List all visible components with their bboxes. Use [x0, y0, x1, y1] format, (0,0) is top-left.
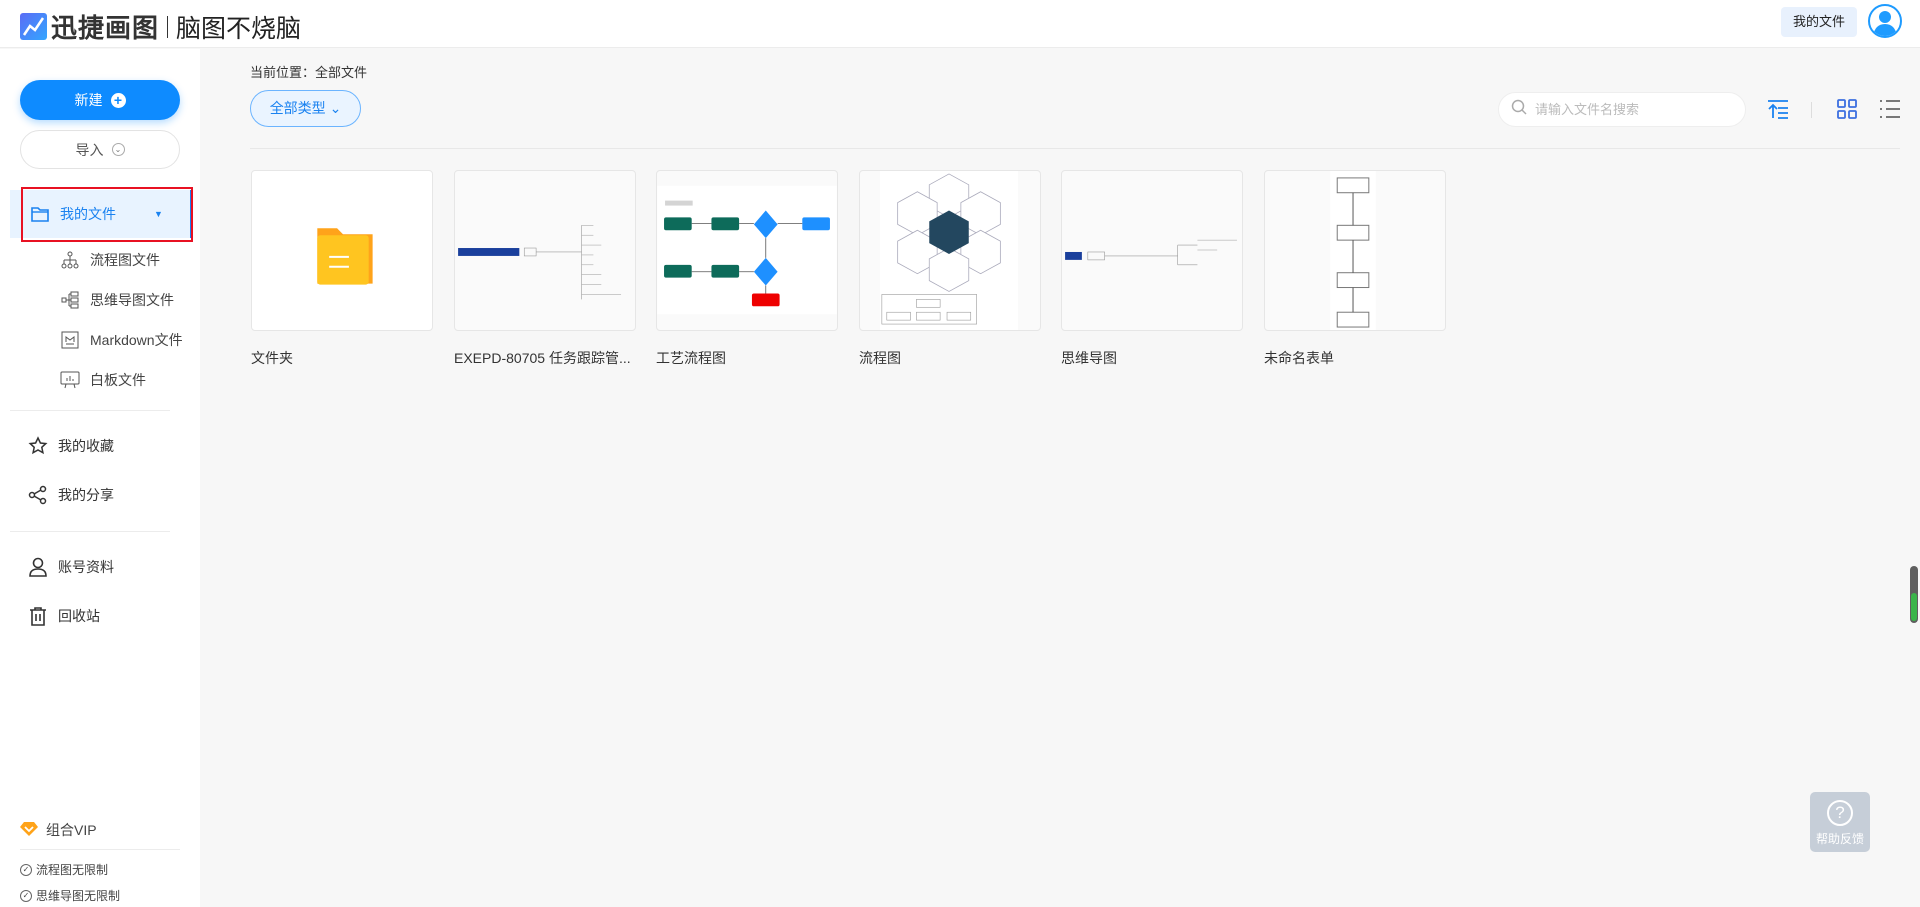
- vip-perk: ✓ 思维导图无限制: [20, 887, 120, 904]
- brand-name: 迅捷画图: [51, 13, 160, 43]
- file-card-flowchart[interactable]: [1264, 170, 1446, 331]
- type-filter-dropdown[interactable]: 全部类型 ⌄: [250, 90, 361, 127]
- form-flow-thumbnail: [1330, 171, 1376, 330]
- highlight-box: [21, 187, 193, 242]
- sidebar-item-label: 我的文件: [60, 206, 116, 222]
- mindmap-icon: [60, 290, 80, 310]
- file-card-mindmap[interactable]: [454, 170, 636, 331]
- sidebar-item-label: Markdown文件: [90, 332, 183, 348]
- vip-divider: [20, 849, 180, 850]
- flowchart-thumbnail: [657, 185, 837, 315]
- folder-icon: [317, 228, 373, 285]
- file-card-flowchart[interactable]: [656, 170, 838, 331]
- list-view-icon[interactable]: [1879, 98, 1901, 120]
- sidebar-divider: [10, 531, 170, 532]
- scrollbar[interactable]: [1910, 566, 1918, 623]
- sidebar-item-my-files[interactable]: 我的文件 ▼: [30, 204, 163, 224]
- import-button[interactable]: 导入 ⌄: [20, 130, 180, 169]
- sidebar-item-trash[interactable]: 回收站: [28, 606, 100, 626]
- vip-label: 组合VIP: [46, 822, 97, 838]
- type-filter-label: 全部类型: [269, 100, 326, 116]
- sidebar-item-label: 我的分享: [58, 487, 114, 503]
- breadcrumb: 当前位置：全部文件: [250, 65, 368, 80]
- vip-badge[interactable]: 组合VIP: [20, 820, 97, 840]
- sidebar-item-flowchart-files[interactable]: 流程图文件: [60, 250, 160, 270]
- whiteboard-icon: [60, 370, 80, 390]
- sidebar-item-account[interactable]: 账号资料: [28, 557, 114, 577]
- help-feedback-button[interactable]: ? 帮助反馈: [1810, 792, 1870, 852]
- file-card-mindmap[interactable]: [1061, 170, 1243, 331]
- file-name[interactable]: 文件夹: [251, 350, 293, 366]
- file-name[interactable]: 流程图: [859, 350, 901, 366]
- search-icon: [1511, 99, 1527, 120]
- grid-view-icon[interactable]: [1836, 98, 1858, 120]
- file-card-flowchart[interactable]: [859, 170, 1041, 331]
- sidebar-item-favorites[interactable]: 我的收藏: [28, 436, 114, 456]
- question-icon: ?: [1827, 800, 1853, 826]
- sidebar-item-markdown-files[interactable]: Markdown文件: [60, 330, 183, 350]
- plus-icon: +: [110, 92, 126, 108]
- sidebar-item-label: 思维导图文件: [90, 292, 174, 308]
- user-icon: [28, 557, 48, 577]
- hexagon-diagram-thumbnail: [879, 171, 1019, 330]
- folder-icon: [30, 204, 50, 224]
- sidebar-item-label: 账号资料: [58, 559, 114, 575]
- file-card-folder[interactable]: [251, 170, 433, 331]
- flowchart-icon: [60, 250, 80, 270]
- logo-icon: [20, 13, 47, 40]
- mindmap-thumbnail: [1065, 239, 1237, 266]
- chevron-down-icon: ⌄: [111, 143, 125, 156]
- file-name[interactable]: EXEPD-80705 任务跟踪管...: [454, 350, 631, 366]
- sidebar-item-shares[interactable]: 我的分享: [28, 485, 114, 505]
- file-name[interactable]: 思维导图: [1061, 350, 1117, 366]
- my-files-button[interactable]: 我的文件: [1781, 7, 1857, 37]
- check-circle-icon: ✓: [20, 863, 32, 876]
- logo-divider: [167, 15, 169, 38]
- search-box[interactable]: [1498, 92, 1746, 127]
- sidebar-divider: [10, 410, 170, 411]
- scrollbar-thumb[interactable]: [1911, 593, 1917, 621]
- chevron-down-icon: ⌄: [329, 100, 342, 116]
- sidebar-item-label: 流程图文件: [90, 252, 160, 268]
- toolbar-divider: [250, 148, 1900, 149]
- file-name[interactable]: 未命名表单: [1264, 350, 1334, 366]
- toolbar-separator: [1811, 102, 1812, 118]
- markdown-icon: [60, 330, 80, 350]
- brand-logo[interactable]: 迅捷画图 脑图不烧脑: [20, 8, 301, 45]
- vip-perk-label: 流程图无限制: [36, 863, 109, 877]
- sidebar-item-label: 我的收藏: [58, 438, 114, 454]
- share-icon: [28, 485, 48, 505]
- new-button[interactable]: 新建 +: [20, 80, 180, 120]
- sidebar-item-whiteboard-files[interactable]: 白板文件: [60, 370, 146, 390]
- vip-perk: ✓ 流程图无限制: [20, 861, 108, 878]
- check-circle-icon: ✓: [20, 889, 32, 902]
- mindmap-thumbnail: [458, 225, 622, 300]
- help-label: 帮助反馈: [1815, 832, 1864, 846]
- file-name[interactable]: 工艺流程图: [656, 350, 726, 366]
- caret-down-icon: ▼: [154, 209, 163, 219]
- sidebar-item-mindmap-files[interactable]: 思维导图文件: [60, 290, 174, 310]
- top-header: 迅捷画图 脑图不烧脑 我的文件: [0, 0, 1920, 48]
- trash-icon: [28, 606, 48, 626]
- sidebar-item-label: 白板文件: [90, 372, 146, 388]
- vip-diamond-icon: [20, 821, 38, 840]
- star-icon: [28, 436, 48, 456]
- sidebar: 新建 + 导入 ⌄ 我的文件 ▼ 流程图文件 思维导图文件 Markdown文件 白…: [0, 49, 200, 907]
- search-input[interactable]: [1535, 102, 1725, 117]
- vip-perk-label: 思维导图无限制: [36, 889, 121, 903]
- sidebar-item-label: 回收站: [58, 608, 100, 624]
- brand-tagline: 脑图不烧脑: [176, 14, 302, 43]
- import-button-label: 导入: [75, 141, 104, 158]
- sort-icon[interactable]: [1767, 98, 1789, 120]
- user-avatar[interactable]: [1868, 4, 1902, 38]
- new-button-label: 新建: [74, 92, 103, 108]
